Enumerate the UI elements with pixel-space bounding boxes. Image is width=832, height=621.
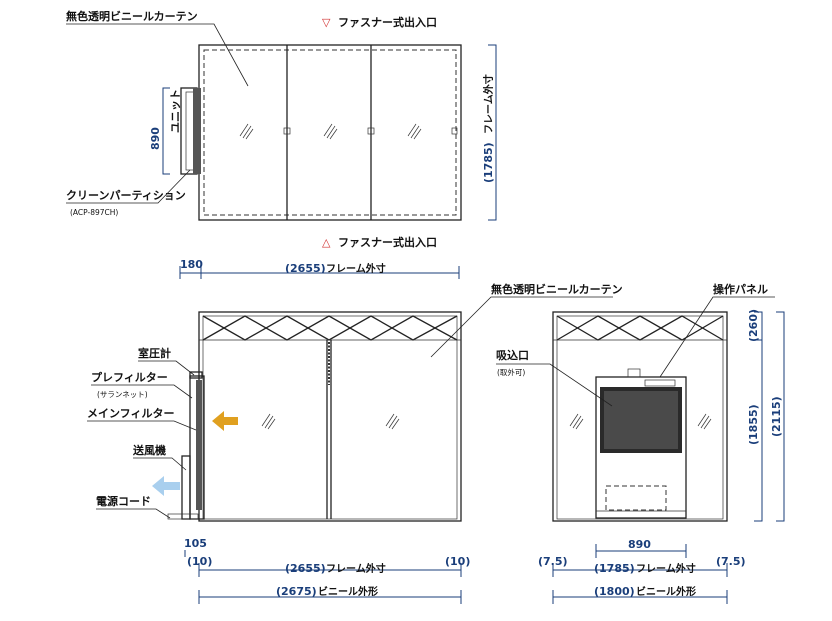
- intake-note: (取外可): [497, 367, 525, 377]
- control-panel: [644, 379, 676, 387]
- entrance-bottom-label: ファスナー式出入口: [338, 235, 437, 249]
- side-vinyl-width-dim: (2675): [276, 585, 317, 598]
- front-frame: [552, 311, 728, 522]
- intake-label: 吸込口: [496, 348, 529, 362]
- frame-depth-dim: (1785): [482, 142, 495, 183]
- pressure-gauge-label: 室圧計: [138, 346, 171, 360]
- side-view: 180 (2655) フレーム外寸 無色透明ビニールカーテン 室圧計: [87, 258, 623, 604]
- dim-2115: (2115): [770, 396, 783, 437]
- airflow-in-arrow: [212, 411, 238, 431]
- unit-label: ユニット: [169, 89, 182, 133]
- prefilter-label: プレフィルター: [91, 370, 168, 384]
- entrance-bottom-icon: △: [322, 236, 331, 249]
- top-view: 無色透明ビニールカーテン ▽ ファスナー式出入口 △ ファスナー式出入口 890…: [66, 9, 497, 249]
- side-curtain-label: 無色透明ビニールカーテン: [491, 282, 623, 296]
- entrance-top-icon: ▽: [322, 16, 331, 29]
- airflow-out-arrow: [152, 476, 180, 496]
- blower-label: 送風機: [132, 443, 166, 457]
- side-top-width-dim: (2655): [285, 262, 326, 275]
- partition-label: クリーンパーティション: [66, 189, 186, 202]
- side-frame-width-label: フレーム外寸: [326, 562, 386, 575]
- prefilter-note: (サランネット): [97, 390, 148, 399]
- dim-260: (260): [747, 309, 760, 342]
- offset-dim: 180: [180, 258, 203, 271]
- dim-10-left: (10): [187, 555, 212, 568]
- front-view: 操作パネル 吸込口 (取外可) (260) (1855) (2115) 890 …: [496, 282, 785, 604]
- front-unit: [595, 376, 687, 519]
- entrance-top-label: ファスナー式出入口: [338, 15, 437, 29]
- dim-10-right: (10): [445, 555, 470, 568]
- vinyl-hatch: [239, 123, 422, 140]
- dim-7-5-right: (7.5): [716, 555, 746, 568]
- dim-1855: (1855): [747, 404, 760, 445]
- power-cord-label: 電源コード: [96, 494, 151, 508]
- front-frame-width-dim: (1785): [594, 562, 635, 575]
- control-panel-label: 操作パネル: [713, 282, 768, 296]
- main-filter-label: メインフィルター: [87, 407, 174, 420]
- front-frame-width-label: フレーム外寸: [636, 562, 696, 575]
- front-vinyl-width-dim: (1800): [594, 585, 635, 598]
- unit-dim: 890: [149, 127, 162, 150]
- front-vinyl-width-label: ビニール外形: [636, 585, 696, 598]
- top-curtain-label: 無色透明ビニールカーテン: [66, 9, 198, 23]
- side-top-width-label: フレーム外寸: [326, 262, 386, 275]
- side-frame-width-dim: (2655): [285, 562, 326, 575]
- dim-105: 105: [184, 537, 207, 550]
- side-vinyl-width-label: ビニール外形: [318, 585, 378, 598]
- top-frame-outer: [198, 44, 462, 221]
- front-unit-width-dim: 890: [628, 538, 651, 551]
- partition-model: (ACP-897CH): [70, 208, 118, 217]
- frame-depth-label: フレーム外寸: [482, 74, 495, 134]
- dim-7-5-left: (7.5): [538, 555, 568, 568]
